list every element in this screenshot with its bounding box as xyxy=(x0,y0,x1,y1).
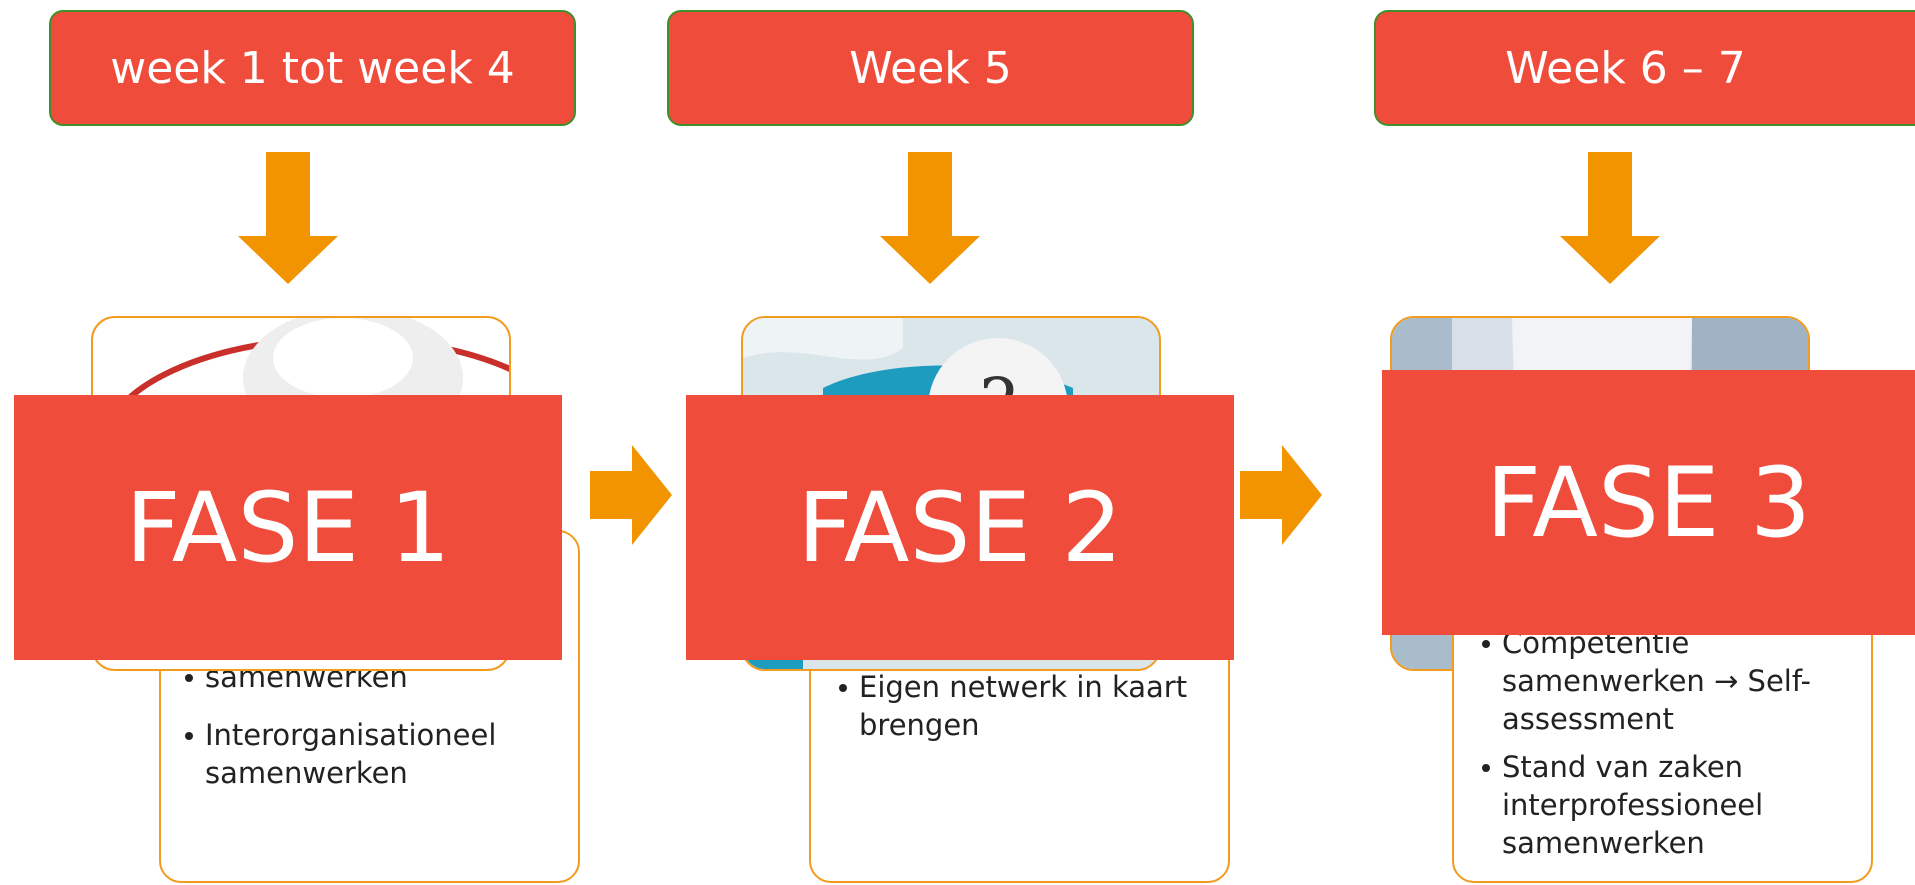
phase-3-bullet-1: Competentie samenwerken → Self-assessmen… xyxy=(1476,624,1846,738)
phase-1-week-label: week 1 tot week 4 xyxy=(110,42,515,94)
phase-3-down-arrow-icon xyxy=(1560,152,1660,284)
phase-3-week-label: Week 6 – 7 xyxy=(1505,42,1746,94)
phase-1-to-2-right-arrow-icon xyxy=(590,445,672,545)
phase-3-bullet-1-text: Competentie samenwerken → Self-assessmen… xyxy=(1502,626,1811,736)
phase-1-week-header: week 1 tot week 4 xyxy=(49,10,576,126)
phase-2-bullet-1: Eigen netwerk in kaart brengen xyxy=(833,668,1193,744)
phase-3-bullet-2: Stand van zaken interprofessioneel samen… xyxy=(1476,748,1846,862)
phase-1-bullet-list: samenwerken Interorganisationeel samenwe… xyxy=(161,532,578,792)
phase-1-fase-label: FASE 1 xyxy=(125,471,451,584)
phase-3-week-header: Week 6 – 7 xyxy=(1374,10,1915,126)
phase-1-down-arrow-icon xyxy=(238,152,338,284)
phase-2-bullet-1-text: Eigen netwerk in kaart brengen xyxy=(859,670,1188,742)
phase-3-fase-label: FASE 3 xyxy=(1485,446,1812,559)
phase-2-week-label: Week 5 xyxy=(849,42,1012,94)
phase-1-bullet-2: Interorganisationeel samenwerken xyxy=(179,716,505,792)
phase-3-fase-box: FASE 3 xyxy=(1382,370,1915,635)
phase-1-fase-box: FASE 1 xyxy=(14,395,562,660)
phase-2-fase-box: FASE 2 xyxy=(686,395,1234,660)
phase-3-bullet-2-text: Stand van zaken interprofessioneel samen… xyxy=(1502,750,1764,860)
phase-2-down-arrow-icon xyxy=(880,152,980,284)
phase-2-to-3-right-arrow-icon xyxy=(1240,445,1322,545)
phase-2-fase-label: FASE 2 xyxy=(797,471,1123,584)
phase-2-bullet-list: Eigen netwerk in kaart brengen xyxy=(811,532,1193,744)
phase-2-week-header: Week 5 xyxy=(667,10,1194,126)
phase-1-bullet-2-text: Interorganisationeel samenwerken xyxy=(205,718,497,790)
